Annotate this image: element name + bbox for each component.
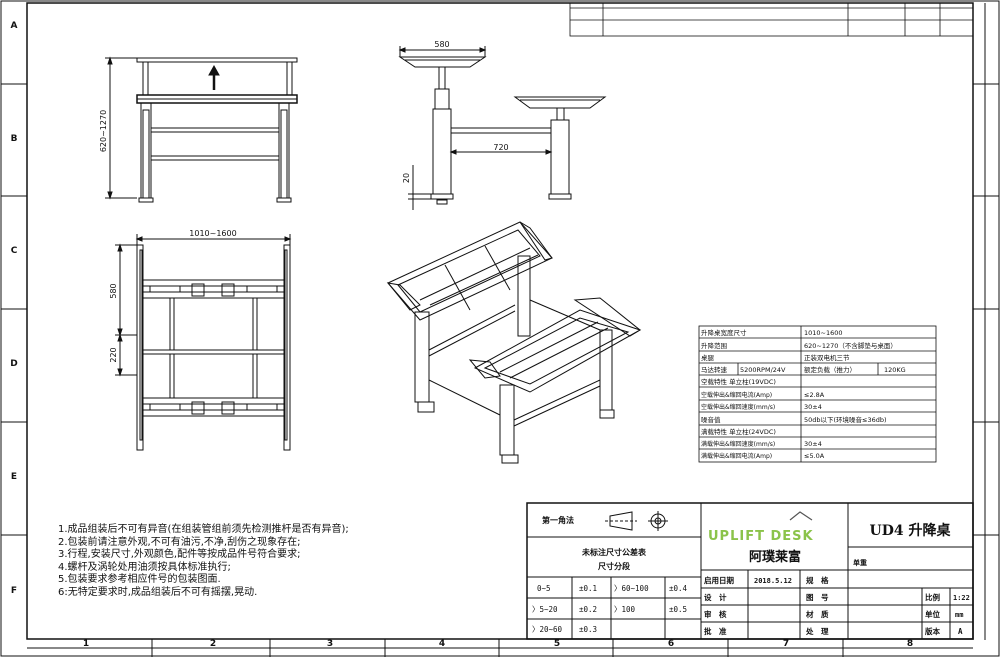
title-block: 第一角法 未标注尺寸公差表 尺寸分段 0~5 ±0.1 〉60~100 ±0.4… [526, 502, 974, 640]
col-number: 6 [668, 639, 674, 649]
product-name: UD4 升降桌 [870, 522, 952, 539]
company-name: 阿璞莱富 [749, 549, 801, 565]
tol-cell: ±0.5 [669, 605, 687, 614]
info-label: 图 号 [806, 593, 829, 602]
spec-table: 升降桌宽度尺寸 1010~1600 升降范围 620~1270（不含脚垫与桌面）… [698, 325, 937, 463]
col-number: 8 [907, 639, 913, 649]
spec-value: 50db以下(环境噪音≤36db) [804, 415, 887, 424]
unit-weight-label: 单重 [853, 558, 867, 567]
row-markers: A B C D E F [1, 21, 999, 596]
side-view [398, 46, 607, 210]
info-label: 处 理 [805, 626, 829, 636]
column-markers: 1 2 3 4 5 6 7 8 [83, 639, 913, 657]
tolerance-subtitle: 尺寸分段 [598, 561, 630, 571]
info-label: 材 质 [806, 609, 829, 619]
tol-cell: 〉60~100 [614, 584, 649, 593]
dim-height-range: 620~1270 [99, 110, 108, 152]
tol-cell: ±0.3 [579, 625, 597, 634]
tol-cell: 〉20~60 [532, 625, 563, 634]
info-value: 2018.5.12 [754, 577, 792, 585]
spec-label: 满载伸出&缩回电流(Amp) [701, 452, 772, 460]
version-label: 版本 [924, 626, 940, 636]
info-label: 启用日期 [704, 575, 734, 585]
spec-label: 额定负载（推力） [804, 365, 856, 374]
spec-label: 噪音值 [701, 415, 721, 424]
info-label: 规 格 [806, 575, 829, 585]
dim-offset-plan: 220 [109, 347, 118, 362]
spec-value: 30±4 [804, 403, 822, 411]
row-letter: B [11, 134, 18, 144]
spec-label: 升降范围 [701, 341, 727, 350]
tol-cell: 0~5 [537, 584, 551, 593]
scale-value: 1:22 [953, 594, 970, 602]
spec-value: 120KG [884, 366, 906, 374]
col-number: 5 [554, 639, 560, 649]
tol-cell: ±0.2 [579, 605, 597, 614]
dim-width-top: 580 [434, 40, 449, 49]
tol-cell: ±0.4 [669, 584, 688, 593]
row-letter: F [11, 586, 17, 596]
tol-cell: ±0.1 [579, 584, 597, 593]
note-line: 6:无特定要求时,成品组装后不可有摇摆,晃动. [58, 586, 258, 598]
row-letter: E [11, 472, 17, 482]
row-letter: A [11, 21, 18, 31]
info-label: 审 核 [704, 609, 727, 619]
dim-depth-plan: 580 [109, 283, 118, 298]
info-label: 设 计 [704, 592, 727, 602]
spec-label: 满载伸出&缩回速度(mm/s) [701, 440, 775, 448]
projection-method: 第一角法 [542, 515, 574, 525]
dim-width-range: 1010~1600 [189, 229, 236, 238]
unit-label: 单位 [925, 609, 940, 619]
unit-value: mm [955, 611, 963, 619]
col-number: 1 [83, 639, 89, 649]
spec-value: 1010~1600 [804, 329, 843, 337]
spec-label: 桌腿 [701, 353, 715, 362]
technical-notes: 1.成品组装后不可有异音(在组装管组前须先检测推杆是否有异音); 2.包装前请注… [58, 524, 349, 600]
note-line: 5.包装要求参考相应件号的包装图面. [58, 574, 221, 586]
col-number: 2 [210, 639, 216, 649]
dim-clearance: 20 [402, 173, 411, 183]
spec-label: 空载伸出&缩回电流(Amp) [701, 391, 772, 399]
info-label: 批 准 [704, 626, 727, 636]
first-angle-icon [605, 511, 668, 531]
col-number: 4 [439, 639, 445, 649]
col-number: 3 [327, 639, 333, 649]
spec-value: 30±4 [804, 440, 822, 448]
note-line: 1.成品组装后不可有异音(在组装管组前须先检测推杆是否有异音); [58, 524, 349, 535]
spec-value: 正装双电机三节 [804, 353, 850, 362]
version-value: A [958, 627, 963, 636]
scale-label: 比例 [925, 592, 940, 602]
dim-span-middle: 720 [493, 143, 508, 152]
spec-label: 空载伸出&缩回速度(mm/s) [701, 403, 775, 411]
revision-table [569, 2, 974, 37]
tol-cell: 〉100 [614, 605, 636, 614]
spec-value: ≤2.8A [804, 391, 825, 399]
row-letter: D [10, 359, 17, 369]
row-letter: C [11, 246, 18, 256]
brand-wordmark: UPLIFT DESK [708, 529, 814, 544]
spec-value: 5200RPM/24V [740, 366, 786, 374]
plan-view [115, 234, 292, 451]
spec-label: 空载特性 单立柱(19VDC) [701, 377, 776, 386]
spec-value: 620~1270（不含脚垫与桌面） [804, 341, 897, 350]
tolerance-title: 未标注尺寸公差表 [581, 547, 647, 557]
tol-cell: 〉5~20 [532, 605, 558, 614]
note-line: 3.行程,安装尺寸,外观颜色,配件等按成品件号符合要求; [58, 549, 301, 561]
note-line: 2.包装前请注意外观,不可有油污,不净,刮伤之现象存在; [58, 536, 301, 548]
spec-label: 马达转速 [701, 365, 728, 374]
note-line: 4.螺杆及涡轮处用油须按具体标准执行; [58, 561, 231, 573]
col-number: 7 [783, 639, 789, 649]
spec-label: 满载特性 单立柱(24VDC) [701, 427, 776, 436]
spec-label: 升降桌宽度尺寸 [701, 328, 747, 337]
isometric-view [386, 221, 642, 464]
front-view [105, 56, 298, 203]
spec-value: ≤5.0A [804, 452, 825, 460]
brand-logo: UPLIFT DESK 阿璞莱富 [708, 511, 814, 565]
inner-border [26, 2, 974, 640]
